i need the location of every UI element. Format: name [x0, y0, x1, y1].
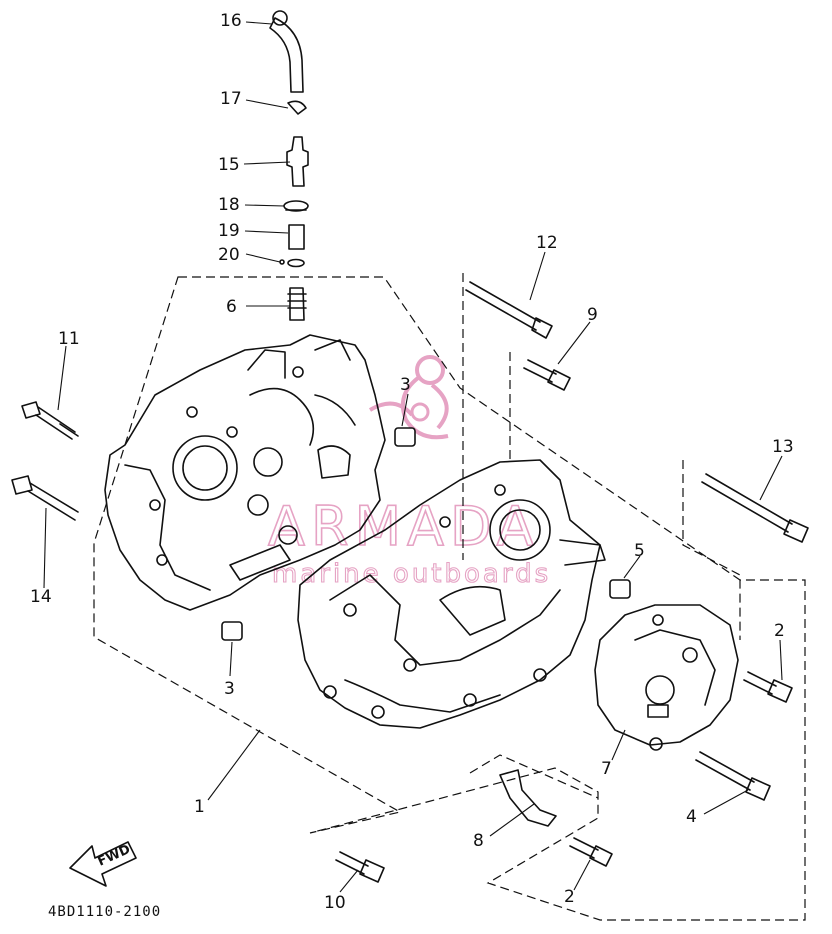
- callout-1: 1: [194, 797, 205, 817]
- fwd-label: FWD: [96, 842, 133, 870]
- breather-assembly: [269, 10, 309, 321]
- dowel-pin-3-lower: [221, 621, 243, 641]
- callout-2-lower: 2: [564, 887, 575, 907]
- watermark-tagline: marine outboards: [272, 559, 551, 589]
- callout-18: 18: [218, 195, 240, 215]
- callout-7: 7: [601, 759, 612, 779]
- callout-12: 12: [536, 233, 558, 253]
- bolt-9: [523, 359, 571, 391]
- leader-lines: [43, 21, 783, 893]
- callout-16: 16: [220, 11, 242, 31]
- callout-2-upper: 2: [774, 621, 785, 641]
- callout-3-lower: 3: [224, 679, 235, 699]
- crankcase-cover: [594, 604, 739, 751]
- right-crankcase-half: [297, 459, 606, 729]
- forward-direction-arrow: FWD: [69, 841, 137, 887]
- callout-3-upper: 3: [400, 375, 411, 395]
- callout-5: 5: [634, 541, 645, 561]
- dowel-pin-5: [609, 579, 631, 599]
- watermark-brand: ARMADA: [268, 495, 540, 558]
- assembly-boundary: [93, 273, 806, 921]
- callout-11: 11: [58, 329, 80, 349]
- bolt-14: [11, 475, 79, 521]
- callout-20: 20: [218, 245, 240, 265]
- bolt-13: [701, 473, 809, 543]
- callout-19: 19: [218, 221, 240, 241]
- bolt-10: [335, 851, 385, 883]
- callout-4: 4: [686, 807, 697, 827]
- callout-8: 8: [473, 831, 484, 851]
- callout-17: 17: [220, 89, 242, 109]
- left-crankcase-half: [104, 334, 386, 611]
- bolt-2-lower: [569, 837, 613, 867]
- bolt-11: [21, 401, 79, 440]
- callout-9: 9: [587, 305, 598, 325]
- part-callouts: 16 17 15 18 19 20 6 11 14 3 3 12 9 13 5 …: [30, 11, 794, 913]
- armada-logo-icon: [368, 355, 449, 440]
- callout-14: 14: [30, 587, 52, 607]
- armada-watermark: ARMADA marine outboards: [267, 355, 551, 590]
- callout-6: 6: [226, 297, 237, 317]
- bolt-4: [695, 751, 771, 801]
- bolt-2-upper: [743, 671, 793, 703]
- callout-15: 15: [218, 155, 240, 175]
- bracket-8: [499, 769, 557, 827]
- callout-10: 10: [324, 893, 346, 913]
- dowel-pin-3-upper: [394, 427, 416, 447]
- drawing-code: 4BD1110-2100: [48, 904, 161, 920]
- callout-13: 13: [772, 437, 794, 457]
- bolt-12: [465, 281, 553, 339]
